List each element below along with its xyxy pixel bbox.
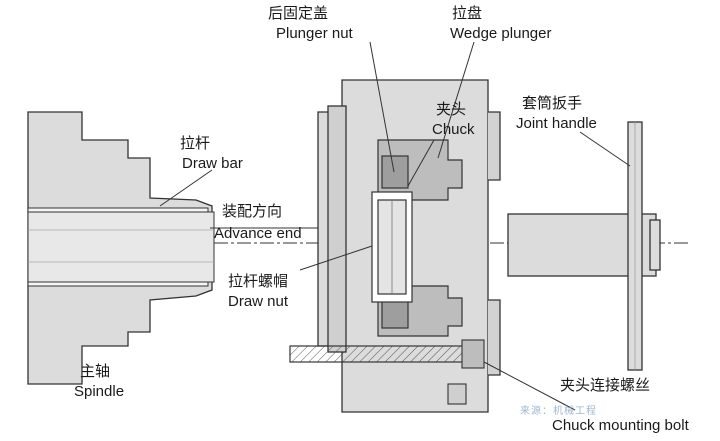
chuck-mounting-bolt-label-en: Chuck mounting bolt bbox=[552, 417, 689, 434]
draw-nut-label-zh: 拉杆螺帽 bbox=[228, 272, 289, 290]
leader-lines bbox=[159, 41, 631, 411]
joint-handle-label-zh: 套筒扳手 bbox=[522, 94, 583, 112]
plunger-nut-label-zh: 后固定盖 bbox=[268, 4, 329, 22]
chuck-mounting-bolt-label-zh: 夹头连接螺丝 bbox=[560, 376, 651, 394]
advance-end-label-en: Advance end bbox=[214, 225, 302, 242]
advance-end-label-zh: 装配方向 bbox=[222, 202, 283, 220]
chuck-label-en: Chuck bbox=[432, 121, 475, 138]
chuck-label-zh: 夹头 bbox=[436, 100, 467, 118]
draw-nut bbox=[371, 191, 413, 303]
wedge-plunger-label-en: Wedge plunger bbox=[450, 25, 552, 42]
draw-bar bbox=[27, 211, 215, 283]
joint-handle bbox=[507, 121, 661, 371]
spindle-label-en: Spindle bbox=[74, 383, 125, 400]
watermark: 来源：机械工程 bbox=[520, 406, 597, 417]
plunger-nut-label-en: Plunger nut bbox=[276, 25, 353, 42]
wedge-plunger-label-zh: 拉盘 bbox=[452, 4, 483, 22]
mounting-bolt bbox=[289, 339, 485, 405]
joint-handle-label-en: Joint handle bbox=[516, 115, 597, 132]
draw-bar-label-en: Draw bar bbox=[182, 155, 243, 172]
spindle-label-zh: 主轴 bbox=[80, 362, 111, 380]
draw-nut-label-en: Draw nut bbox=[228, 293, 289, 310]
draw-bar-label-zh: 拉杆 bbox=[180, 134, 211, 152]
